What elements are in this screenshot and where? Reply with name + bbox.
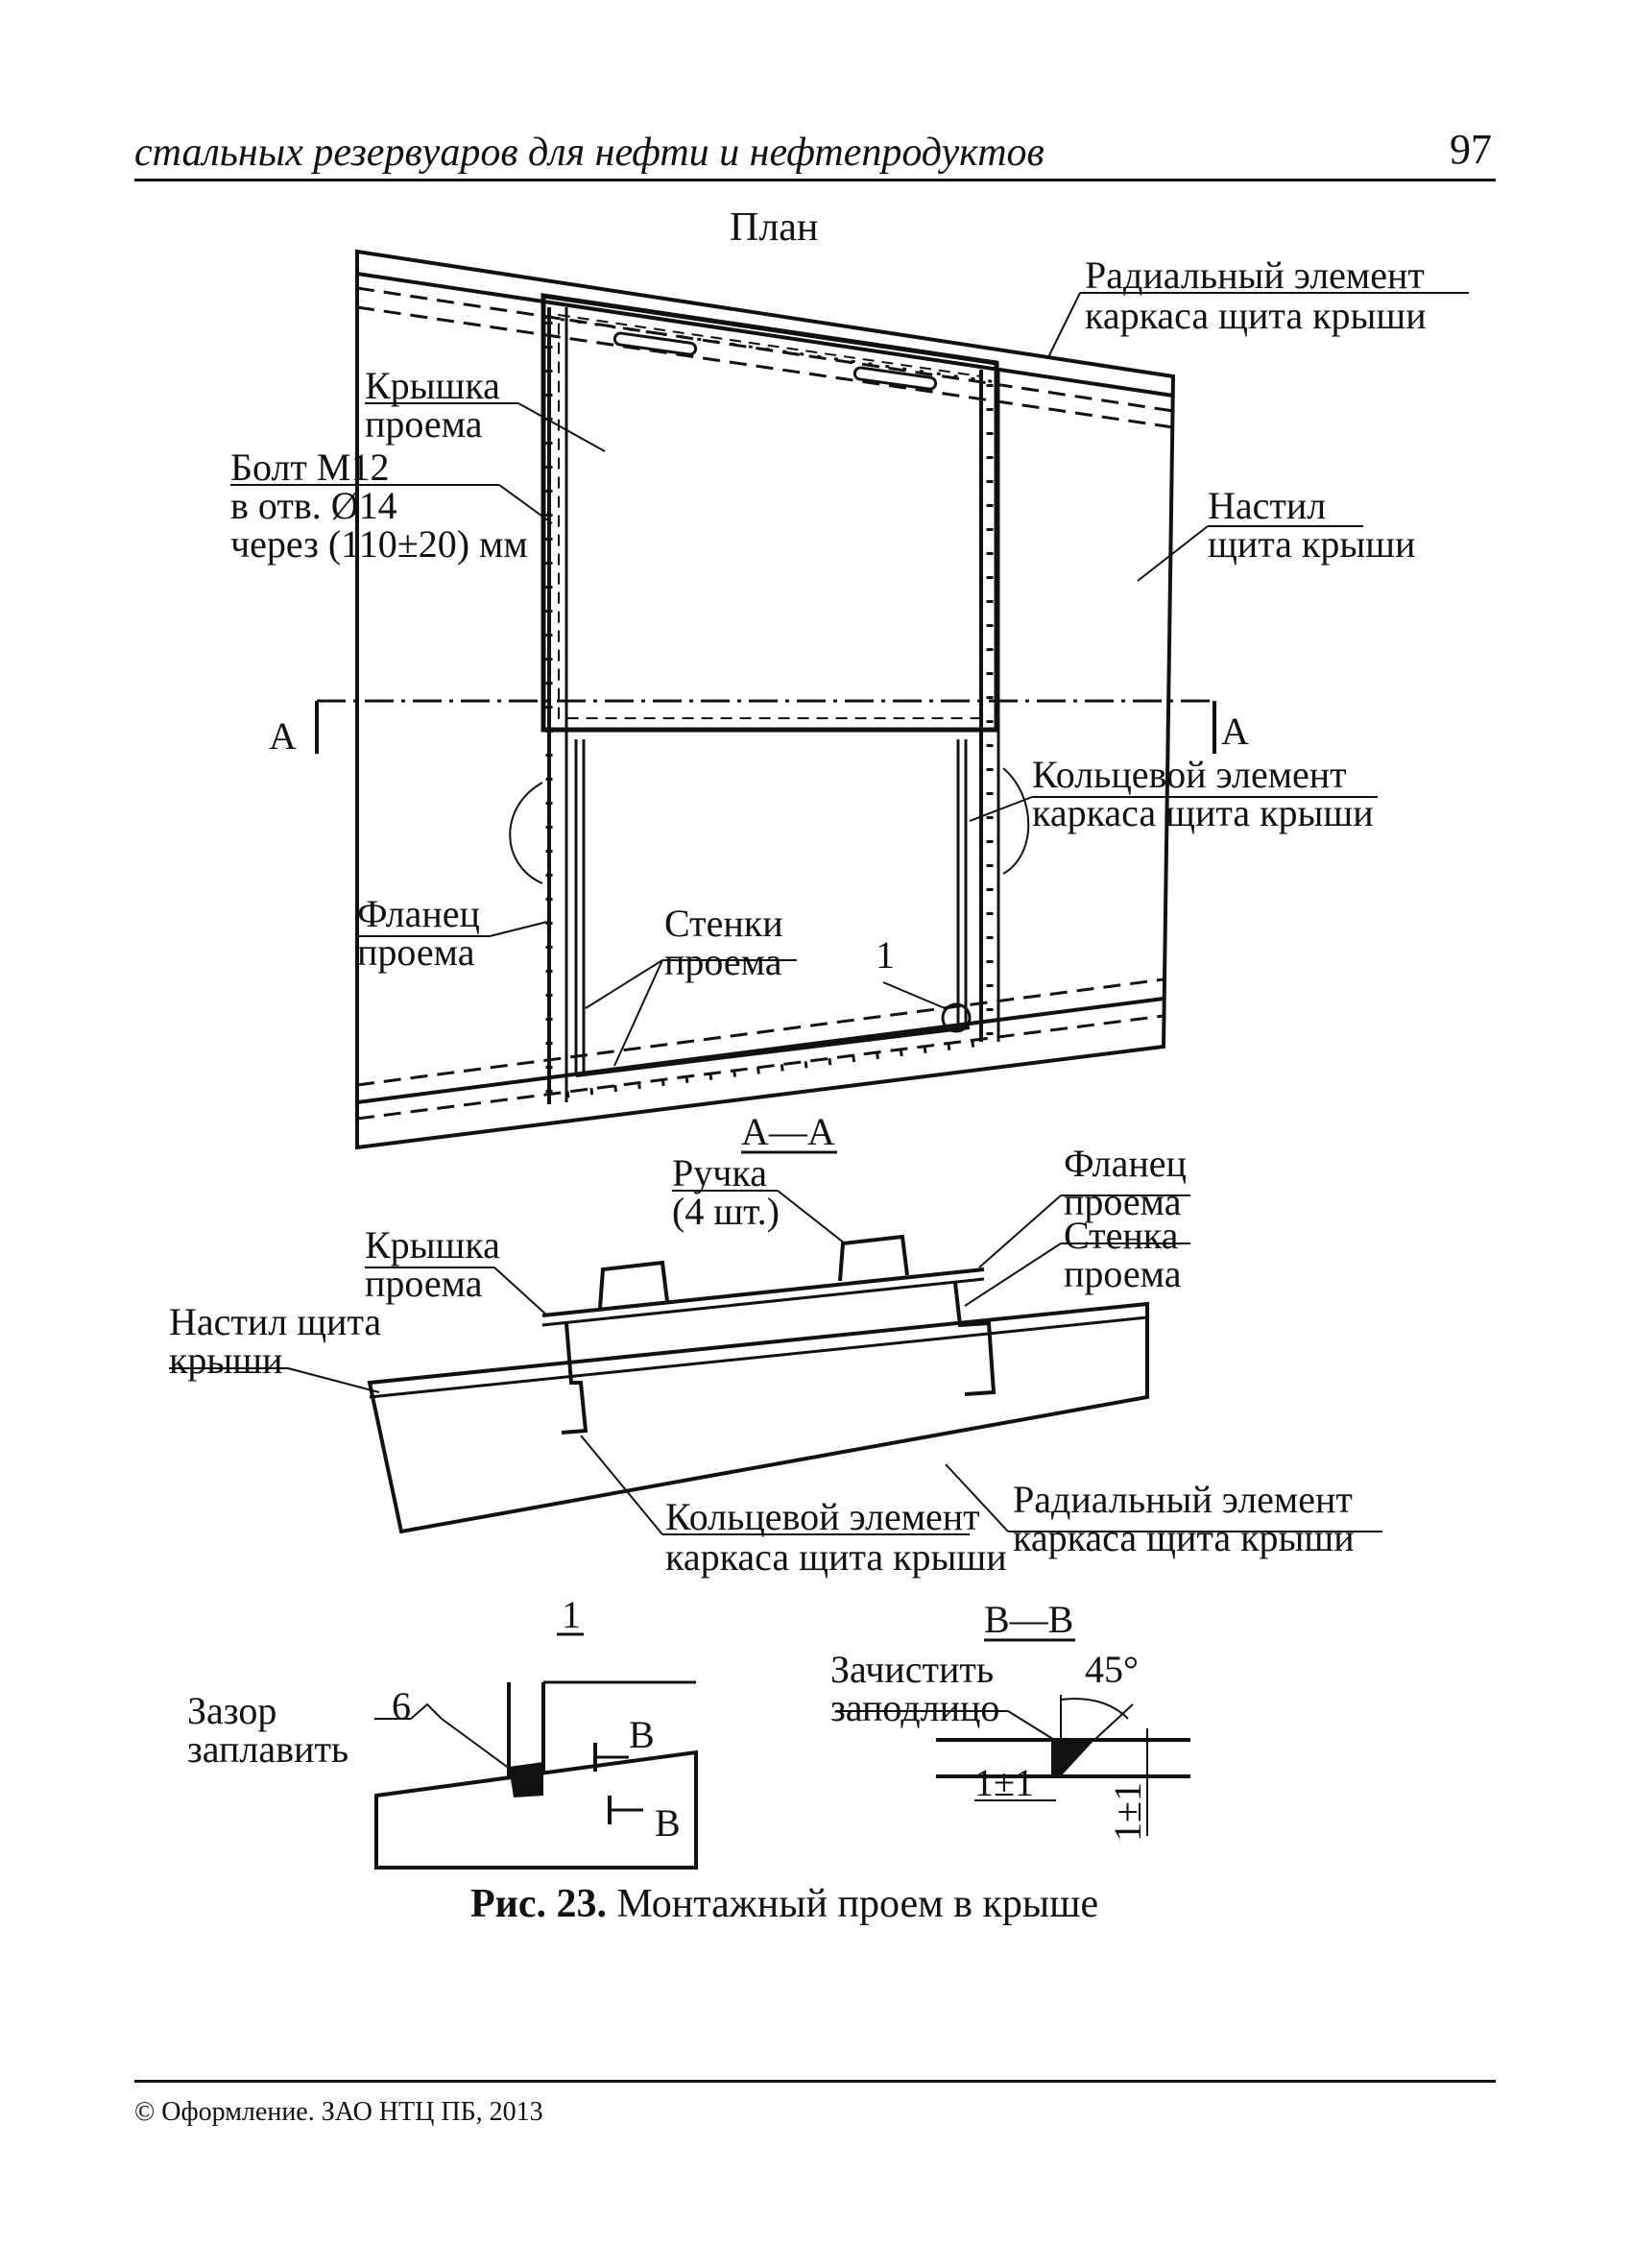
label-flange-aa-2: проема <box>1064 1180 1182 1223</box>
ring-element-break-right <box>1002 767 1030 875</box>
radial-beam-bottom <box>356 977 1165 1087</box>
label-radial-aa: Радиальный элемент <box>1013 1478 1353 1521</box>
label-bolt-pitch: через (110±20) мм <box>230 522 528 566</box>
plan-view: План <box>230 205 1469 1150</box>
wall-section-right <box>953 1282 997 1396</box>
detail-1-title: 1 <box>562 1593 581 1636</box>
handle-right <box>853 366 938 391</box>
cover-section <box>541 1267 985 1317</box>
label-gap-2: заплавить <box>187 1727 348 1771</box>
label-walls: Стенки <box>664 902 783 945</box>
label-section-b-bottom: В <box>655 1801 681 1845</box>
ring-element-break-left <box>509 782 543 884</box>
label-deck: Настил <box>1208 484 1326 527</box>
handle-section-left <box>598 1260 669 1309</box>
opening-cover <box>540 293 999 733</box>
label-flange-2: проема <box>357 930 475 974</box>
section-aa-title: А—А <box>741 1110 835 1153</box>
header-rule <box>134 179 1496 181</box>
section-bb-view: В—В <box>835 1598 1190 1836</box>
plan-title: План <box>730 205 818 250</box>
label-detail-ref: 1 <box>876 933 895 977</box>
label-angle: 45° <box>1085 1648 1139 1691</box>
label-cover-aa-2: проема <box>365 1262 483 1305</box>
label-gap: Зазор <box>187 1689 276 1732</box>
radial-beam-section <box>367 1301 1149 1534</box>
label-radial-element: Радиальный элемент <box>1085 253 1425 297</box>
label-deck-aa: Настил щита <box>169 1300 381 1343</box>
opening-wall-bottom <box>575 1025 971 1077</box>
label-radial-element-2: каркаса щита крыши <box>1085 294 1427 337</box>
label-flange-aa: Фланец <box>1064 1142 1187 1185</box>
label-section-a-left: А <box>269 714 297 758</box>
label-radial-aa-2: каркаса щита крыши <box>1013 1516 1355 1559</box>
page-number: 97 <box>1450 126 1492 173</box>
label-clean-2: заподлицо <box>830 1686 999 1729</box>
figure-title: Монтажный проем в крыше <box>607 1882 1099 1926</box>
label-handle-count: (4 шт.) <box>672 1190 780 1233</box>
detail-1-deck <box>374 1749 698 1870</box>
footer-copyright: © Оформление. ЗАО НТЦ ПБ, 2013 <box>134 2097 543 2127</box>
label-bolt: Болт М12 <box>230 446 389 489</box>
section-bb-labels: Зачистить заподлицо 45° 1±1 1±1 <box>830 1648 1149 1842</box>
handle-left <box>612 331 698 356</box>
detail-1-view: 1 <box>374 1593 698 1870</box>
label-weld-size: 6 <box>392 1684 411 1727</box>
section-bb-weld <box>1051 1740 1094 1776</box>
section-aa-view: А—А <box>169 1110 1382 1535</box>
label-deck-aa-2: крыши <box>169 1339 283 1382</box>
label-ring-element: Кольцевой элемент <box>1032 753 1347 796</box>
label-ring-element-2: каркаса щита крыши <box>1032 791 1374 834</box>
running-header-title: стальных резервуаров для нефти и нефтепр… <box>134 131 1045 175</box>
detail-1-weld <box>509 1762 543 1798</box>
label-deck-2: щита крыши <box>1208 522 1415 566</box>
radial-beam-top <box>356 272 1174 398</box>
section-bb-title: В—В <box>984 1598 1073 1641</box>
label-cover-aa: Крышка <box>365 1223 500 1267</box>
handle-section-right <box>838 1234 909 1282</box>
label-dim-vertical: 1±1 <box>1106 1782 1149 1842</box>
plan-labels: Радиальный элемент каркаса щита крыши Кр… <box>230 253 1427 983</box>
label-section-a-right: А <box>1221 710 1249 753</box>
label-ring-aa: Кольцевой элемент <box>665 1495 980 1538</box>
roof-panel-outline <box>355 249 1176 1150</box>
detail-1-labels: Зазор заплавить 6 В В <box>187 1684 681 1845</box>
label-wall-aa: Стенка <box>1064 1214 1179 1257</box>
footer-rule <box>134 2080 1496 2083</box>
wall-section-left <box>561 1322 588 1435</box>
detail-1-marker <box>941 1002 972 1033</box>
label-section-b-top: В <box>629 1713 655 1756</box>
figure-number: Рис. 23. <box>470 1882 607 1926</box>
label-ring-aa-2: каркаса щита крыши <box>665 1535 1007 1579</box>
label-wall-aa-2: проема <box>1064 1252 1182 1295</box>
figure-caption: Рис. 23. Монтажный проем в крыше <box>470 1884 1098 1924</box>
label-clean: Зачистить <box>830 1648 994 1691</box>
label-flange: Фланец <box>357 892 480 935</box>
section-aa-labels: Ручка (4 шт.) Фланец проема Стенка проем… <box>169 1142 1355 1579</box>
label-bolt-hole: в отв. Ø14 <box>230 484 397 527</box>
label-cover-2: проема <box>365 402 483 446</box>
label-walls-2: проема <box>664 940 782 983</box>
label-cover: Крышка <box>365 364 500 407</box>
label-handle: Ручка <box>672 1151 767 1194</box>
label-dim-horizontal: 1±1 <box>974 1761 1034 1804</box>
